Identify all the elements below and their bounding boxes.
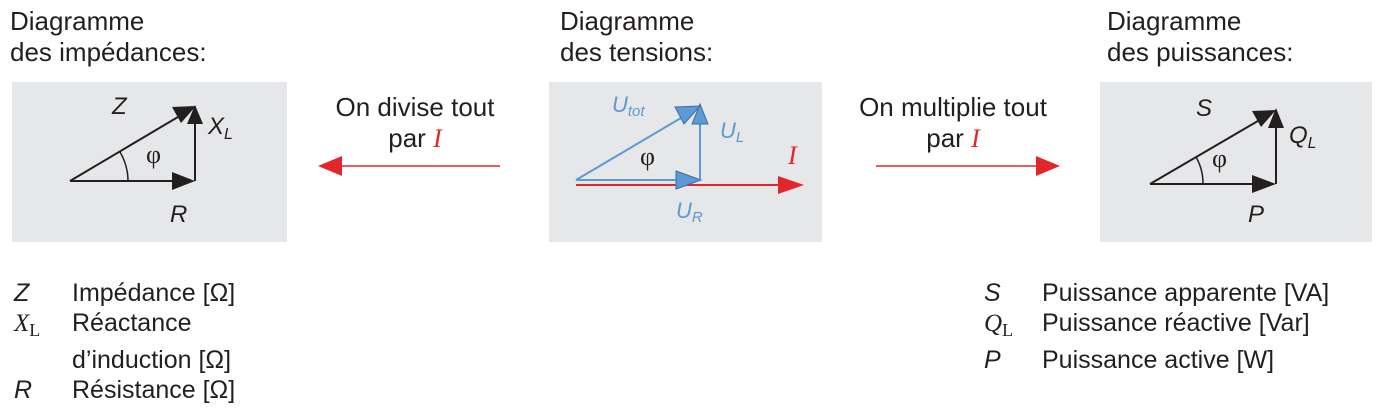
legend-row: S Puissance apparente [VA]	[984, 278, 1329, 308]
title-puissances-line1: Diagramme	[1107, 6, 1242, 36]
legend-symbol: X	[14, 310, 30, 337]
power-angle-label: φ	[1212, 144, 1227, 173]
legend-text: d’induction [Ω]	[72, 346, 232, 374]
legend-row: R Résistance [Ω]	[14, 375, 235, 405]
power-diagram-panel	[1100, 82, 1372, 242]
power-p-label: P	[1248, 201, 1264, 228]
power-ql-sub: L	[1308, 135, 1317, 152]
legend-power: S Puissance apparente [VA] QL Puissance …	[984, 278, 1329, 375]
legend-symbol-sub: L	[29, 320, 41, 340]
legend-symbol-sub: L	[1002, 320, 1014, 340]
ur-main: U	[676, 198, 692, 223]
legend-row: d’induction [Ω]	[14, 345, 235, 375]
legend-impedance: Z Impédance [Ω] XL Réactance d’induction…	[14, 278, 235, 405]
impedance-z-label: Z	[111, 93, 128, 120]
impedance-xl-main: X	[207, 113, 225, 140]
divide-current-symbol: I	[433, 124, 442, 153]
legend-symbol: R	[14, 376, 33, 404]
impedance-z-vector	[69, 113, 184, 182]
ur-sub: R	[692, 209, 703, 226]
ul-arrowhead	[691, 102, 709, 125]
legend-row: P Puissance active [W]	[984, 345, 1329, 375]
title-puissances-line2: des puissances:	[1107, 37, 1294, 67]
legend-text: Puissance apparente [VA]	[1042, 279, 1330, 307]
legend-symbol	[14, 345, 72, 375]
divide-arrow-head	[318, 156, 342, 176]
multiply-caption-line1: On multiplie tout	[859, 92, 1047, 122]
impedance-r-label: R	[170, 201, 187, 228]
multiply-arrow-head	[1036, 156, 1060, 176]
impedance-angle-arc	[119, 151, 129, 182]
impedance-diagram-panel	[12, 82, 287, 242]
utot-arrowhead	[674, 105, 702, 125]
impedance-angle-label: φ	[146, 140, 161, 169]
ur-arrowhead	[675, 170, 703, 190]
legend-row: QL Puissance réactive [Var]	[984, 308, 1329, 345]
power-angle-arc	[1195, 156, 1204, 185]
legend-text: Résistance [Ω]	[72, 376, 236, 404]
title-impedances: Diagramme des impédances:	[10, 6, 207, 68]
legend-text: Réactance	[72, 309, 192, 337]
divide-caption-line2: par	[388, 123, 426, 153]
legend-symbol: P	[984, 346, 1001, 374]
power-s-arrowhead	[1252, 110, 1276, 127]
title-tensions-line1: Diagramme	[560, 6, 695, 36]
title-impedances-line2: des impédances:	[10, 37, 207, 67]
legend-row: Z Impédance [Ω]	[14, 278, 235, 308]
legend-symbol: Q	[984, 310, 1003, 337]
multiply-caption-line2: par	[926, 123, 964, 153]
ur-label: UR	[676, 198, 703, 226]
legend-text: Puissance réactive [Var]	[1042, 309, 1310, 337]
impedance-xl-label: XL	[207, 113, 233, 143]
multiply-current-symbol: I	[971, 124, 980, 153]
ul-main: U	[720, 118, 736, 143]
utot-label: Utot	[612, 92, 645, 120]
legend-symbol: S	[984, 279, 1001, 307]
divide-caption-line1: On divise tout	[335, 92, 495, 122]
power-p-arrowhead	[1252, 175, 1276, 193]
current-arrowhead	[778, 176, 804, 194]
title-impedances-line1: Diagramme	[10, 6, 145, 36]
utot-vector	[575, 114, 687, 181]
power-ql-label: QL	[1289, 122, 1317, 152]
legend-symbol: Z	[14, 279, 30, 307]
title-tensions-line2: des tensions:	[560, 37, 714, 67]
current-label: I	[787, 141, 798, 170]
title-puissances: Diagramme des puissances:	[1107, 6, 1293, 68]
power-ql-arrowhead	[1268, 108, 1284, 128]
impedance-xl-sub: L	[224, 126, 233, 143]
utot-main: U	[612, 92, 628, 117]
impedance-z-arrowhead	[172, 106, 196, 123]
power-s-vector	[1149, 117, 1264, 185]
power-ql-main: Q	[1289, 122, 1308, 149]
impedance-xl-arrowhead	[187, 105, 203, 124]
power-triangle	[1149, 108, 1284, 193]
legend-text: Impédance [Ω]	[72, 279, 236, 307]
impedance-r-arrowhead	[172, 172, 195, 190]
legend-text: Puissance active [W]	[1042, 346, 1275, 374]
divide-caption: On divise tout par I	[310, 92, 520, 154]
ul-sub: L	[736, 129, 744, 146]
tension-diagram	[575, 102, 804, 194]
impedance-triangle	[69, 105, 203, 190]
utot-sub: tot	[628, 103, 646, 120]
title-tensions: Diagramme des tensions:	[560, 6, 713, 68]
ul-label: UL	[720, 118, 744, 146]
power-s-label: S	[1196, 95, 1212, 122]
tension-angle-label: φ	[640, 142, 655, 171]
legend-row: XL Réactance	[14, 308, 235, 345]
multiply-caption: On multiplie tout par I	[838, 92, 1068, 154]
